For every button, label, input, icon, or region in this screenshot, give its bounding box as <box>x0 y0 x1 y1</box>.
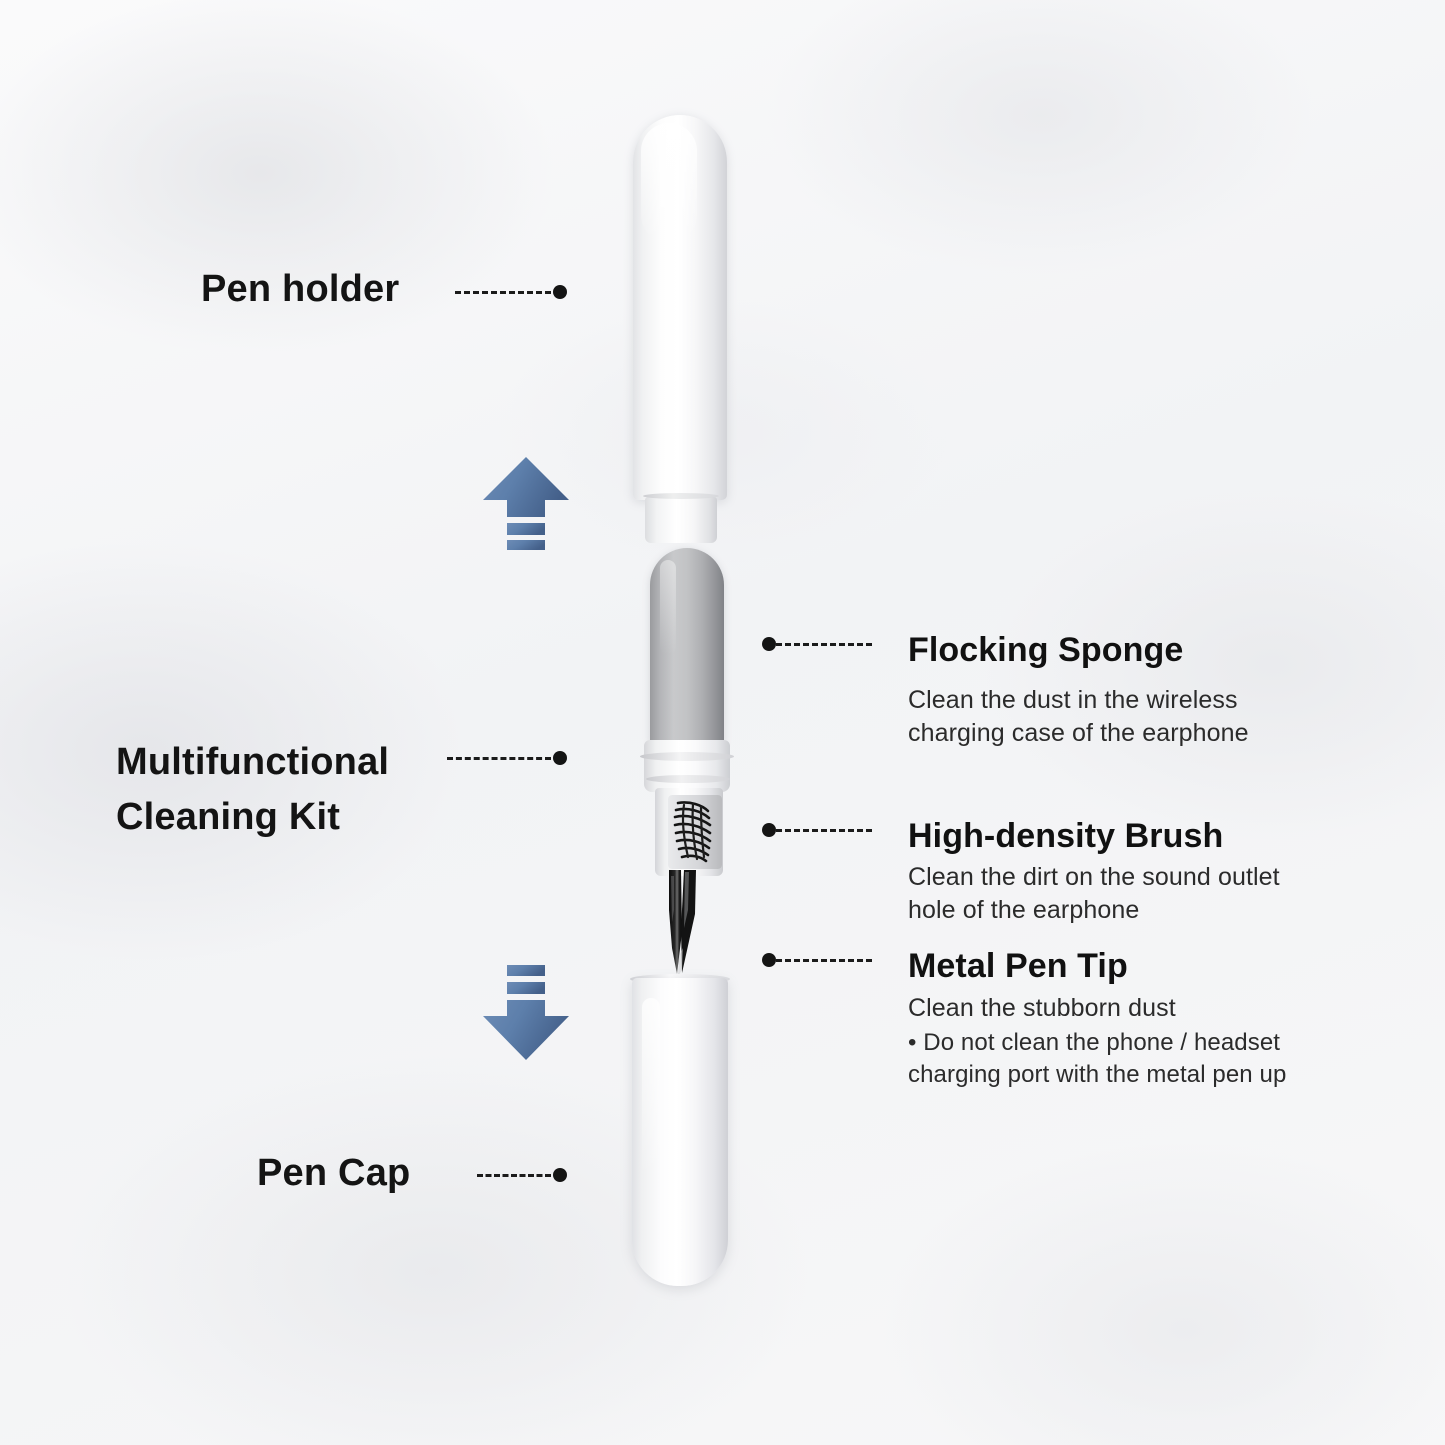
title-metal-pen-tip: Metal Pen Tip <box>908 947 1128 985</box>
arrow-up-icon <box>481 455 571 551</box>
label-multifunctional-cleaning-kit: Multifunctional Cleaning Kit <box>116 741 390 839</box>
leader-pen-holder <box>455 285 567 299</box>
description-metal-pen-tip: Clean the stubborn dust <box>908 994 1176 1022</box>
pen-holder-collar <box>643 493 719 543</box>
pen-cap-part <box>632 978 728 1286</box>
flocking-sponge-part <box>650 548 724 744</box>
sponge-collar <box>644 740 730 792</box>
collar-ridge-upper <box>640 752 734 761</box>
collar-ridge-lower <box>646 775 730 783</box>
title-high-density-brush: High-density Brush <box>908 817 1224 855</box>
leader-flocking-sponge <box>762 637 872 651</box>
description-high-density-brush: Clean the dirt on the sound outlet hole … <box>908 863 1280 925</box>
label-pen-holder: Pen holder <box>201 268 400 310</box>
label-pen-cap: Pen Cap <box>257 1152 411 1194</box>
leader-multifunctional-cleaning-kit <box>447 751 567 765</box>
leader-metal-pen-tip <box>762 953 872 967</box>
title-flocking-sponge: Flocking Sponge <box>908 631 1184 669</box>
pen-holder-part <box>633 115 727 500</box>
note-metal-pen-tip: • Do not clean the phone / headset charg… <box>908 1029 1287 1089</box>
brush-bristles <box>668 795 722 869</box>
leader-pen-cap <box>477 1168 567 1182</box>
arrow-down-icon <box>481 962 571 1062</box>
metal-pen-tip-part <box>655 870 711 980</box>
leader-high-density-brush <box>762 823 872 837</box>
description-flocking-sponge: Clean the dust in the wireless charging … <box>908 686 1249 748</box>
